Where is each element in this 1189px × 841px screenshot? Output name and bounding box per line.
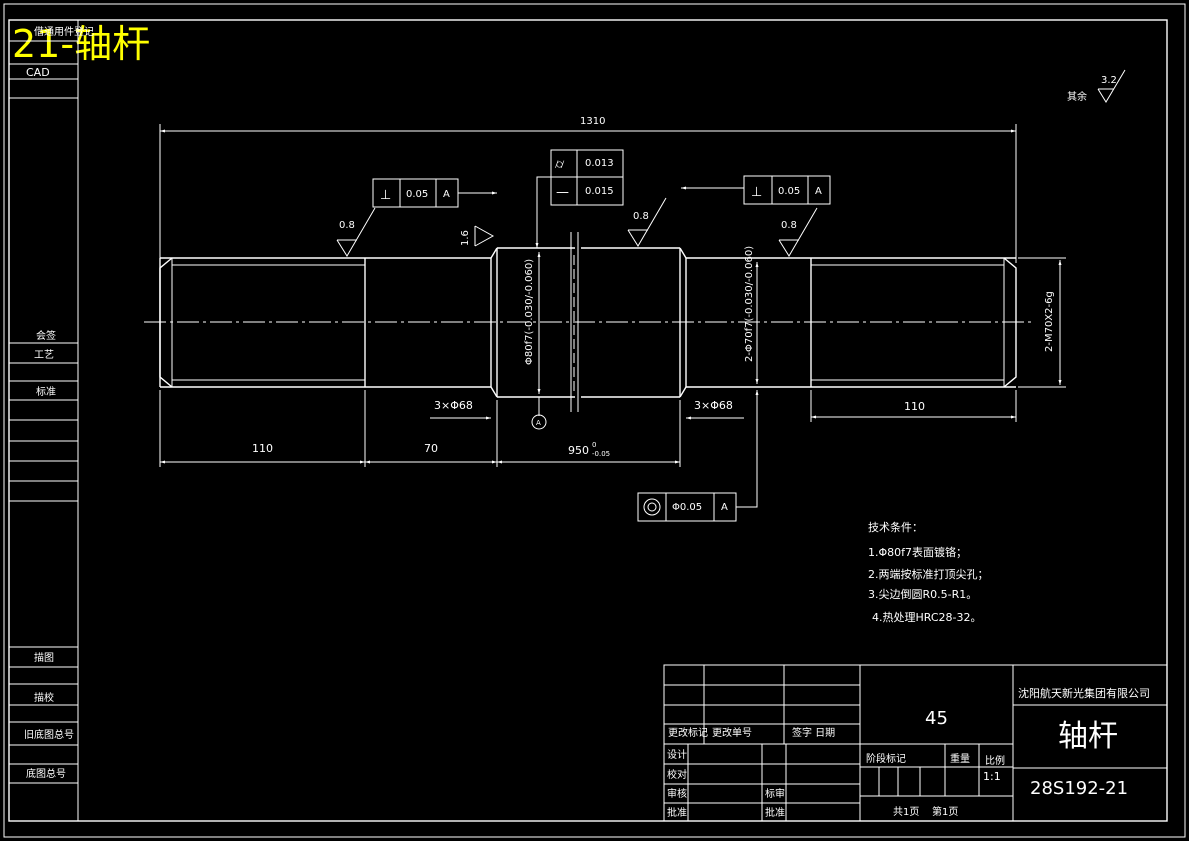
approve2-label: 批准 xyxy=(765,806,785,819)
length-dimensions: 110 70 950 0 -0.05 110 3×Φ68 3×Φ68 xyxy=(159,390,1017,467)
cyl-value: 0.013 xyxy=(585,158,614,169)
sheet-number: 第1页 xyxy=(932,805,958,818)
center-length: 950 xyxy=(568,444,589,457)
ra-shoulder-text: 1.6 xyxy=(460,230,471,246)
strip-trace-label: 描图 xyxy=(34,651,54,664)
strip-process-label: 工艺 xyxy=(34,349,54,361)
strip-standard-label: 标准 xyxy=(36,386,56,398)
left-thread-length: 110 xyxy=(252,442,273,455)
chamfer-left-text: 3×Φ68 xyxy=(434,399,473,412)
gdt-perp-left: ⊥ 0.05 A xyxy=(372,178,497,208)
ra-left-text: 0.8 xyxy=(339,220,355,231)
general-roughness: 其余 3.2 xyxy=(1067,69,1126,103)
roughness-other-label: 其余 xyxy=(1067,90,1087,103)
overall-dimension: 1310 xyxy=(159,116,1017,263)
tech-note-1: 1.Φ80f7表面镀铬； xyxy=(868,545,967,559)
thread-right-text: 2-M70X2-6g xyxy=(1044,291,1055,352)
company-name: 沈阳航天新光集团有限公司 xyxy=(1018,686,1150,700)
strip-cad-label: CAD xyxy=(26,66,50,79)
perp-left-symbol: ⊥ xyxy=(380,188,391,203)
strip-cosign-label: 会签 xyxy=(36,329,56,342)
straight-value: 0.015 xyxy=(585,186,614,197)
ra-center-text: 0.8 xyxy=(633,211,649,222)
left-strip: 借通用件登记 CAD 会签 工艺 标准 描图 描校 旧底图总号 底图总号 xyxy=(9,20,94,821)
roughness-other-value: 3.2 xyxy=(1101,75,1117,86)
std-label: 标审 xyxy=(765,787,785,800)
left-journal-length: 70 xyxy=(424,442,438,455)
strip-top-label: 借通用件登记 xyxy=(34,25,94,38)
technical-notes: 技术条件： 1.Φ80f7表面镀铬； 2.两端按标准打顶尖孔； 3.尖边倒圆R0… xyxy=(868,520,989,624)
drawing-number: 28S192-21 xyxy=(1030,778,1128,799)
strip-base-no-label: 底图总号 xyxy=(26,767,66,780)
coax-datum: A xyxy=(721,502,728,513)
scale-value: 1:1 xyxy=(983,770,1001,783)
cyl-symbol: ⌭ xyxy=(555,157,565,172)
straight-symbol: — xyxy=(556,185,569,200)
shaft-outline xyxy=(159,232,1017,412)
chamfer-right-text: 3×Φ68 xyxy=(694,399,733,412)
approve-label: 批准 xyxy=(667,806,687,819)
sheets-total: 共1页 xyxy=(893,806,919,818)
inner-border xyxy=(8,19,1168,822)
title-block: 更改标记 更改单号 签字 日期 设计 校对 审核 批准 标审 批准 45 阶段标… xyxy=(663,664,1168,822)
rev-doc-label: 更改单号 xyxy=(712,726,752,739)
right-thread-length: 110 xyxy=(904,400,925,413)
stage-label: 阶段标记 xyxy=(866,752,906,765)
coax-value: Φ0.05 xyxy=(672,502,702,513)
rev-mark-label: 更改标记 xyxy=(668,726,708,739)
strip-old-no-label: 旧底图总号 xyxy=(24,728,74,741)
tech-notes-title: 技术条件： xyxy=(868,520,923,534)
sign-date-label: 签字 日期 xyxy=(792,726,835,739)
overall-length-text: 1310 xyxy=(580,116,605,127)
dia-center-text: Φ80f7(-0.030/-0.060) xyxy=(524,259,535,365)
tech-note-3: 3.尖边倒圆R0.5-R1。 xyxy=(868,588,977,601)
gdt-coaxial: Φ0.05 A xyxy=(637,390,759,522)
part-name: 轴杆 xyxy=(1058,719,1118,754)
perp-right-value: 0.05 xyxy=(778,186,800,197)
design-label: 设计 xyxy=(667,748,687,761)
outer-border xyxy=(3,3,1186,838)
center-tol-upper: 0 xyxy=(592,441,596,449)
scale-label: 比例 xyxy=(985,754,1005,767)
material-text: 45 xyxy=(925,708,948,729)
strip-trace-check-label: 描校 xyxy=(34,691,54,704)
tech-note-2: 2.两端按标准打顶尖孔； xyxy=(868,567,989,581)
drawing-tag: 21-轴杆 xyxy=(12,22,150,66)
perp-right-datum: A xyxy=(815,186,822,197)
datum-a: A xyxy=(497,396,560,430)
tech-note-4: 4.热处理HRC28-32。 xyxy=(872,611,982,624)
ra-right-text: 0.8 xyxy=(781,220,797,231)
diameter-dimensions: Φ80f7(-0.030/-0.060) 2-Φ70f7(-0.030/-0.0… xyxy=(524,246,1066,394)
perp-right-symbol: ⊥ xyxy=(751,185,762,200)
datum-a-label: A xyxy=(536,419,541,427)
perp-left-datum: A xyxy=(443,189,450,200)
dia-right-text: 2-Φ70f7(-0.030/-0.060) xyxy=(744,246,755,362)
gdt-perp-right: ⊥ 0.05 A xyxy=(681,175,831,205)
gdt-cyl-straight: ⌭ 0.013 — 0.015 xyxy=(535,149,624,248)
center-tol-lower: -0.05 xyxy=(592,450,610,458)
weight-label: 重量 xyxy=(950,752,970,765)
roughness-marks: 0.8 1.6 0.8 0.8 xyxy=(336,197,818,257)
check-label: 校对 xyxy=(667,768,687,781)
review-label: 审核 xyxy=(667,787,687,800)
perp-left-value: 0.05 xyxy=(406,189,428,200)
